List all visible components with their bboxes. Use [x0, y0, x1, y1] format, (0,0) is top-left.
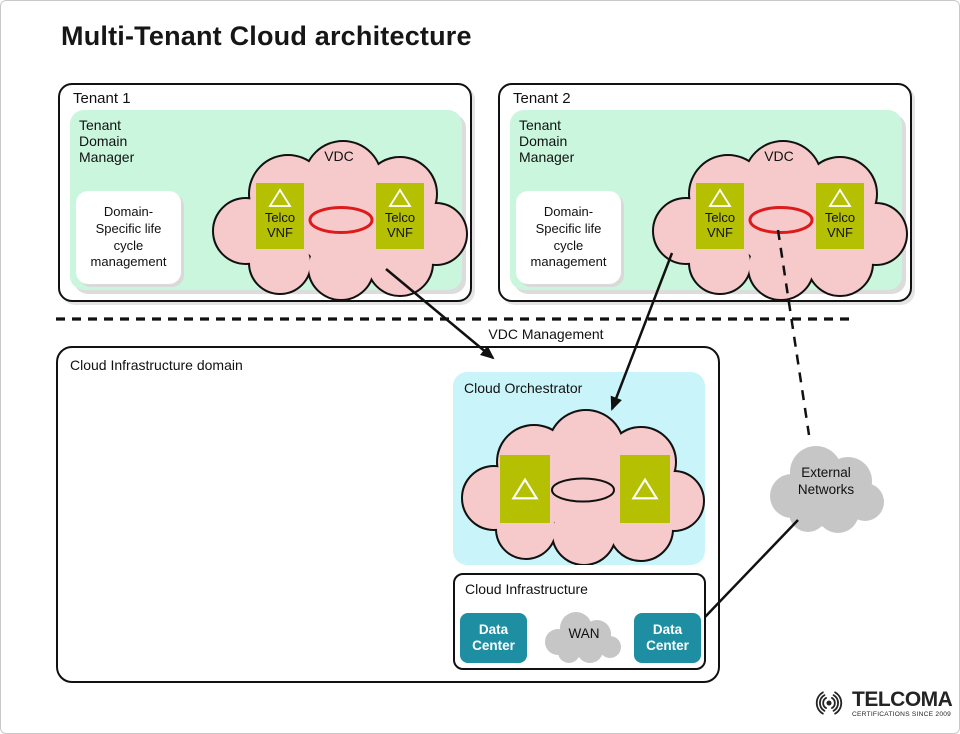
triangle-outline-icon	[631, 477, 659, 500]
telco-vnf-box: Telco VNF	[256, 183, 304, 249]
triangle-outline-icon	[388, 188, 412, 207]
vdc-label: VDC	[764, 148, 794, 164]
triangle-outline-icon	[511, 477, 539, 500]
cloud-infrastructure-label: Cloud Infrastructure	[465, 581, 588, 597]
orchestrator-cloud	[458, 406, 705, 565]
tenant-1-box: Tenant 1 Tenant Domain Manager Domain- S…	[58, 83, 472, 302]
external-networks-cloud: External Networks	[766, 439, 886, 536]
telco-vnf-label: Telco VNF	[824, 210, 856, 240]
cloud-orchestrator-label: Cloud Orchestrator	[464, 380, 583, 396]
tenant-2-box: Tenant 2 Tenant Domain Manager Domain- S…	[498, 83, 912, 302]
telco-vnf-box: Telco VNF	[376, 183, 424, 249]
tenant-1-label: Tenant 1	[73, 90, 131, 107]
vdc-cloud: VDC Telco VNF Telco VNF	[648, 136, 910, 300]
triangle-outline-icon	[708, 188, 732, 207]
cloud-infrastructure-box: Cloud Infrastructure Data Center WAN Dat…	[453, 573, 706, 670]
tenant-domain-manager-label: Tenant Domain Manager	[519, 117, 575, 166]
wan-label: WAN	[568, 626, 600, 641]
radio-signal-icon	[815, 691, 843, 715]
vdc-management-label: VDC Management	[488, 326, 604, 342]
network-link-ellipse	[551, 477, 615, 503]
vnf-box	[620, 455, 670, 523]
vdc-cloud: VDC Telco VNF Telco VNF	[208, 136, 470, 300]
cloud-orchestrator-box: Cloud Orchestrator	[453, 372, 705, 565]
data-center-right: Data Center	[634, 613, 701, 663]
vdc-label: VDC	[324, 148, 354, 164]
telco-vnf-box: Telco VNF	[816, 183, 864, 249]
telco-vnf-label: Telco VNF	[384, 210, 416, 240]
page-title: Multi-Tenant Cloud architecture	[61, 21, 472, 51]
cloud-infrastructure-domain-box: Cloud Infrastructure domain Cloud Orches…	[56, 346, 720, 683]
triangle-outline-icon	[828, 188, 852, 207]
cloud-shape-icon	[545, 612, 621, 663]
lifecycle-management-box: Domain- Specific life cycle management	[76, 191, 181, 284]
wan-cloud: WAN	[541, 609, 627, 665]
telco-vnf-label: Telco VNF	[264, 210, 296, 240]
triangle-outline-icon	[268, 188, 292, 207]
network-link-ellipse	[308, 206, 374, 234]
tenant-2-label: Tenant 2	[513, 90, 571, 107]
network-link-ellipse	[748, 206, 814, 234]
telco-vnf-box: Telco VNF	[696, 183, 744, 249]
tenant-domain-manager-label: Tenant Domain Manager	[79, 117, 135, 166]
vnf-box	[500, 455, 550, 523]
logo-name: TELCOMA	[852, 687, 953, 711]
external-networks-label: External Networks	[797, 465, 855, 497]
telcoma-logo: TELCOMA CERTIFICATIONS SINCE 2009	[809, 687, 953, 719]
cloud-infrastructure-domain-label: Cloud Infrastructure domain	[70, 357, 243, 373]
telco-vnf-label: Telco VNF	[704, 210, 736, 240]
logo-tagline: CERTIFICATIONS SINCE 2009	[852, 710, 952, 718]
lifecycle-management-box: Domain- Specific life cycle management	[516, 191, 621, 284]
data-center-left: Data Center	[460, 613, 527, 663]
